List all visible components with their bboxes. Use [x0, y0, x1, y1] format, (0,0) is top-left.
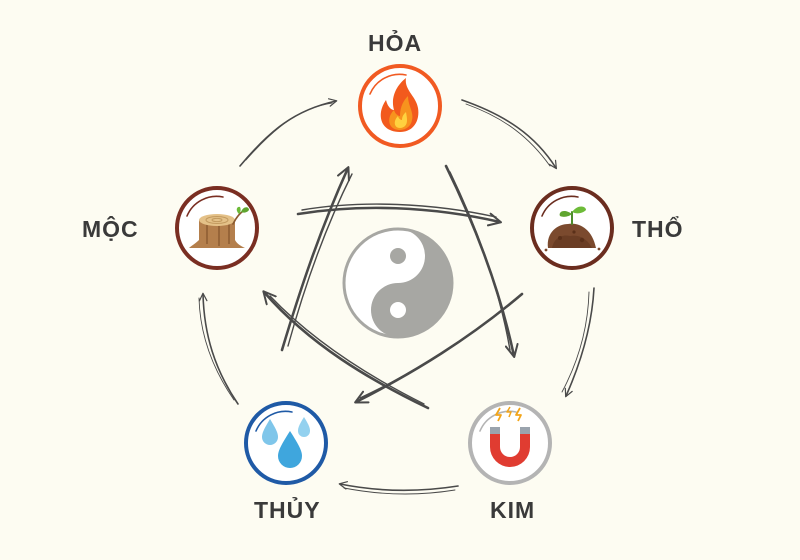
arrow-kim-to-moc-sketch — [269, 295, 425, 405]
arrow-kim-to-thuy-sketch — [343, 487, 456, 495]
arrow-moc-to-hoa — [239, 98, 338, 167]
label-hoa: HỎA — [368, 30, 423, 56]
arrow-kim-to-thuy — [338, 481, 459, 492]
arrow-thuy-to-moc-sketch — [198, 297, 235, 401]
label-moc: MỘC — [82, 216, 139, 242]
water-drops-icon — [262, 417, 310, 468]
arrow-hoa-to-tho — [461, 99, 558, 170]
arrow-moc-to-hoa-sketch — [245, 102, 333, 161]
arrow-hoa-to-tho-sketch — [465, 103, 551, 167]
tree-stump-icon — [189, 206, 249, 248]
controlling-cycle-arrows — [262, 164, 524, 410]
arrow-kim-to-moc — [262, 290, 430, 410]
arrow-moc-to-tho-sketch — [301, 203, 497, 218]
soil-sprout-icon — [544, 206, 601, 252]
arrow-tho-to-kim-sketch — [561, 291, 590, 393]
label-tho: THỔ — [632, 216, 684, 242]
arrow-tho-to-kim — [564, 287, 595, 398]
arrow-thuy-to-moc — [198, 292, 239, 405]
node-moc — [175, 186, 259, 270]
arrow-hoa-to-kim-sketch — [449, 171, 511, 351]
magnet-icon — [490, 406, 530, 467]
label-kim: KIM — [490, 497, 536, 523]
arrow-tho-to-thuy-sketch — [359, 297, 519, 399]
node-tho — [530, 186, 614, 270]
arrow-thuy-to-hoa-sketch — [287, 173, 353, 347]
arrow-thuy-to-hoa — [280, 166, 350, 352]
label-thuy: THỦY — [254, 497, 321, 523]
node-thuy — [244, 401, 328, 485]
generating-cycle-arrows — [198, 98, 595, 495]
node-hoa — [358, 64, 442, 148]
node-kim — [468, 401, 552, 485]
yin-yang-icon — [342, 227, 454, 339]
arrow-moc-to-tho — [296, 206, 502, 227]
fire-icon — [380, 78, 419, 132]
